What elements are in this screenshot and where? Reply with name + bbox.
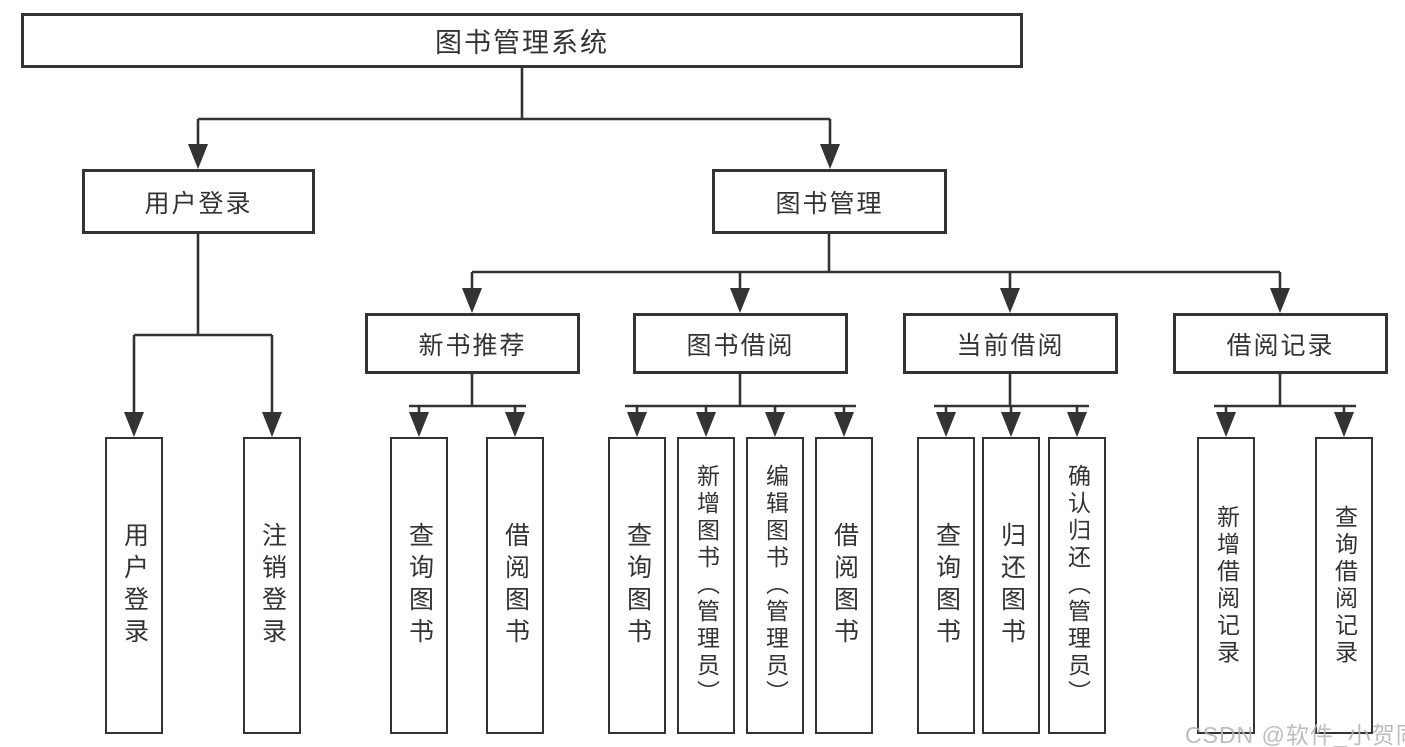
leaf-query-books-1: 查询图书: [390, 437, 448, 734]
arrowhead: [820, 144, 840, 169]
watermark: CSDN @软件_小贺同学: [1185, 722, 1405, 747]
arrowhead: [124, 412, 144, 437]
leaf-query-books-3: 查询图书: [917, 437, 975, 734]
leaf-borrow-books-1: 借阅图书: [486, 437, 544, 734]
node-borrowing-records: 借阅记录: [1173, 313, 1388, 374]
leaf-query-borrow-record: 查询借阅记录: [1315, 437, 1373, 734]
arrowhead: [1270, 288, 1290, 313]
arrowhead: [409, 412, 429, 437]
leaf-user-login: 用户登录: [105, 437, 163, 734]
arrowhead: [462, 288, 482, 313]
arrowhead: [1001, 412, 1021, 437]
arrowhead: [1334, 412, 1354, 437]
arrowhead: [262, 412, 282, 437]
connector-book-management-to-level3: [470, 234, 1282, 290]
leaf-borrow-books-2: 借阅图书: [815, 437, 873, 734]
arrowhead: [188, 144, 208, 169]
leaf-logout: 注销登录: [243, 437, 301, 734]
node-new-book-recommendation: 新书推荐: [365, 313, 580, 374]
node-current-borrowing: 当前借阅: [903, 313, 1118, 374]
node-book-borrowing: 图书借阅: [633, 313, 848, 374]
connector-current-borrowing-to-leaves: [934, 373, 1089, 415]
leaf-add-book-admin: 新增图书（管理员）: [677, 437, 735, 734]
arrowhead: [730, 288, 750, 313]
connector-new-book-recommendation-to-leaves: [409, 373, 526, 415]
arrowhead: [1216, 412, 1236, 437]
arrowhead: [834, 412, 854, 437]
arrowhead: [696, 412, 716, 437]
node-library-management-system: 图书管理系统: [21, 13, 1023, 68]
connector-book-borrowing-to-leaves: [625, 373, 856, 415]
arrowhead: [765, 412, 785, 437]
leaf-return-books: 归还图书: [982, 437, 1040, 734]
node-book-management: 图书管理: [712, 169, 947, 234]
arrowhead: [505, 412, 525, 437]
arrowhead: [627, 412, 647, 437]
leaf-confirm-return-admin: 确认归还（管理员）: [1048, 437, 1106, 734]
leaf-edit-book-admin: 编辑图书（管理员）: [746, 437, 804, 734]
connector-user-login-to-leaves: [132, 234, 274, 414]
arrowhead: [1067, 412, 1087, 437]
connector-root-to-level2: [196, 68, 832, 146]
arrowhead: [936, 412, 956, 437]
node-user-login: 用户登录: [82, 169, 315, 234]
leaf-query-books-2: 查询图书: [608, 437, 666, 734]
connector-borrowing-records-to-leaves: [1214, 373, 1356, 415]
leaf-add-borrow-record: 新增借阅记录: [1197, 437, 1255, 734]
arrowhead: [1000, 288, 1020, 313]
